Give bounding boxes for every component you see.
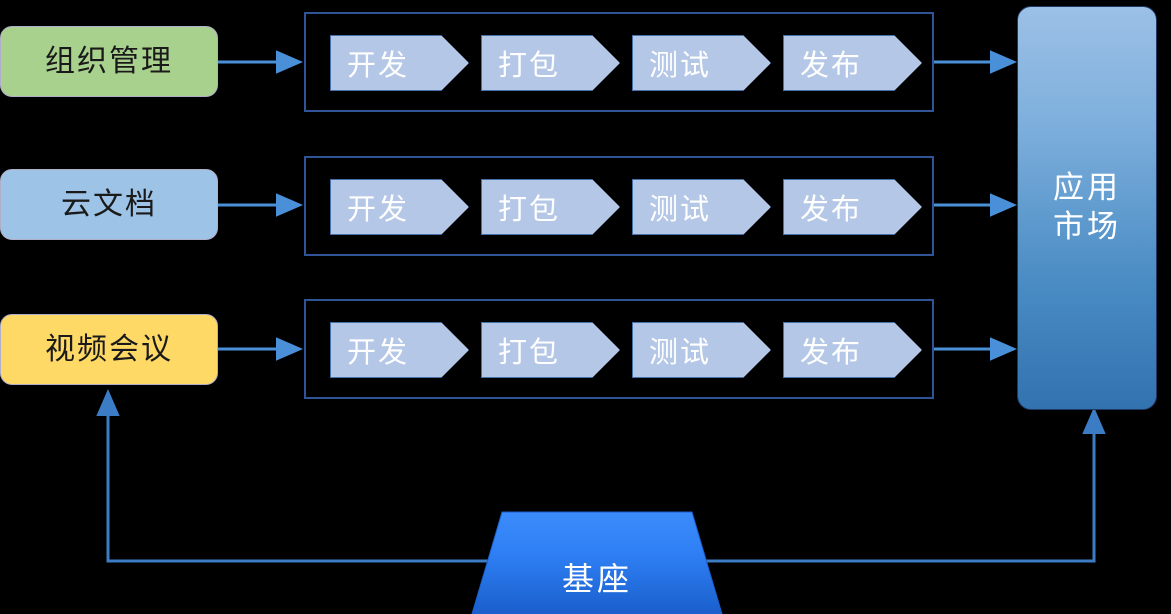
- stage-label: 发布: [800, 337, 863, 369]
- arrow-base-to-meeting: [96, 389, 500, 563]
- stage-label: 打包: [498, 50, 561, 82]
- stage-label: 开发: [347, 337, 410, 369]
- pipeline-stage-test[interactable]: 测试: [632, 179, 771, 235]
- pipeline-stage-develop[interactable]: 开发: [330, 35, 469, 91]
- pipeline-group-3: 开发 打包 测试 发布: [304, 299, 934, 399]
- pipeline-stage-package[interactable]: 打包: [481, 322, 620, 378]
- app-market-box[interactable]: 应用 市场: [1017, 6, 1157, 410]
- stage-label: 打包: [498, 337, 561, 369]
- stage-label: 测试: [649, 50, 712, 82]
- stage-label: 开发: [347, 194, 410, 226]
- source-box-cloud-doc[interactable]: 云文档: [0, 169, 218, 240]
- pipeline-stage-test[interactable]: 测试: [632, 322, 771, 378]
- pipeline-stage-develop[interactable]: 开发: [330, 179, 469, 235]
- source-label: 组织管理: [45, 44, 173, 78]
- pipeline-stage-release[interactable]: 发布: [783, 322, 922, 378]
- base-trapezoid-shape: [471, 511, 723, 614]
- stage-label: 测试: [649, 194, 712, 226]
- pipeline-stage-test[interactable]: 测试: [632, 35, 771, 91]
- source-box-video-meeting[interactable]: 视频会议: [0, 314, 218, 385]
- source-label: 云文档: [61, 187, 157, 221]
- stage-label: 打包: [498, 194, 561, 226]
- stage-label: 开发: [347, 50, 410, 82]
- app-market-label-line1: 应用: [1053, 170, 1121, 206]
- stage-label: 测试: [649, 337, 712, 369]
- pipeline-stage-develop[interactable]: 开发: [330, 322, 469, 378]
- stage-label: 发布: [800, 194, 863, 226]
- pipeline-stage-package[interactable]: 打包: [481, 179, 620, 235]
- base-platform[interactable]: 基座: [470, 510, 724, 614]
- source-box-org-management[interactable]: 组织管理: [0, 26, 218, 97]
- pipeline-stage-release[interactable]: 发布: [783, 35, 922, 91]
- stage-label: 发布: [800, 50, 863, 82]
- pipeline-stage-release[interactable]: 发布: [783, 179, 922, 235]
- pipeline-stage-package[interactable]: 打包: [481, 35, 620, 91]
- source-label: 视频会议: [45, 332, 173, 366]
- pipeline-group-1: 开发 打包 测试 发布: [304, 12, 934, 112]
- app-market-label-line2: 市场: [1053, 209, 1121, 244]
- pipeline-group-2: 开发 打包 测试 发布: [304, 156, 934, 256]
- arrow-base-to-market: [690, 407, 1106, 563]
